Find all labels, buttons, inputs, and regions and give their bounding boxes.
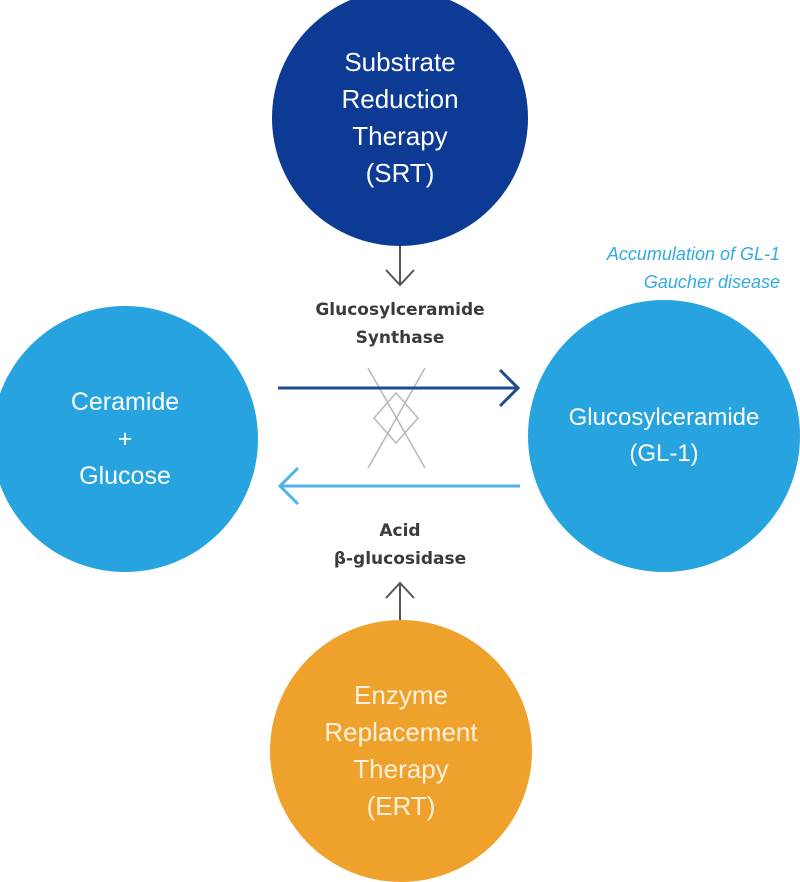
synthase-line-1: Glucosylceramide — [315, 300, 485, 320]
gl1-line-2: (GL-1) — [629, 440, 699, 467]
reverse-reaction-arrow — [277, 466, 520, 506]
gl1-line-1: Glucosylceramide — [568, 404, 760, 431]
ert-line-3: Therapy — [353, 754, 449, 784]
ceramide-line-1: Ceramide — [70, 387, 180, 416]
synthase-line-2: Synthase — [355, 328, 445, 348]
glucosylceramide-node: Glucosylceramide (GL-1) — [528, 300, 800, 572]
srt-line-2: Reduction — [341, 84, 459, 114]
srt-line-4: (SRT) — [365, 158, 435, 188]
acid-line-2: β-glucosidase — [333, 549, 467, 569]
accumulation-annotation: Accumulation of GL-1 Gaucher disease — [530, 240, 780, 296]
forward-reaction-arrow — [278, 368, 521, 408]
inhibition-cross-icon — [367, 367, 426, 469]
ceramide-line-3: Glucose — [79, 461, 171, 490]
ceramide-line-2: + — [117, 424, 133, 453]
synthase-label: Glucosylceramide Synthase — [280, 296, 520, 352]
ert-node: Enzyme Replacement Therapy (ERT) — [270, 620, 532, 882]
annotation-line-2: Gaucher disease — [643, 272, 780, 292]
ert-line-1: Enzyme — [354, 680, 448, 710]
acid-glucosidase-label: Acid β-glucosidase — [290, 517, 510, 573]
ert-line-4: (ERT) — [366, 791, 436, 821]
annotation-line-1: Accumulation of GL-1 — [606, 244, 780, 264]
srt-node: Substrate Reduction Therapy (SRT) — [272, 0, 528, 246]
acid-line-1: Acid — [379, 521, 421, 541]
ert-line-2: Replacement — [324, 717, 478, 747]
srt-line-1: Substrate — [344, 47, 456, 77]
ceramide-glucose-node: Ceramide + Glucose — [0, 306, 258, 572]
srt-line-3: Therapy — [352, 121, 448, 151]
